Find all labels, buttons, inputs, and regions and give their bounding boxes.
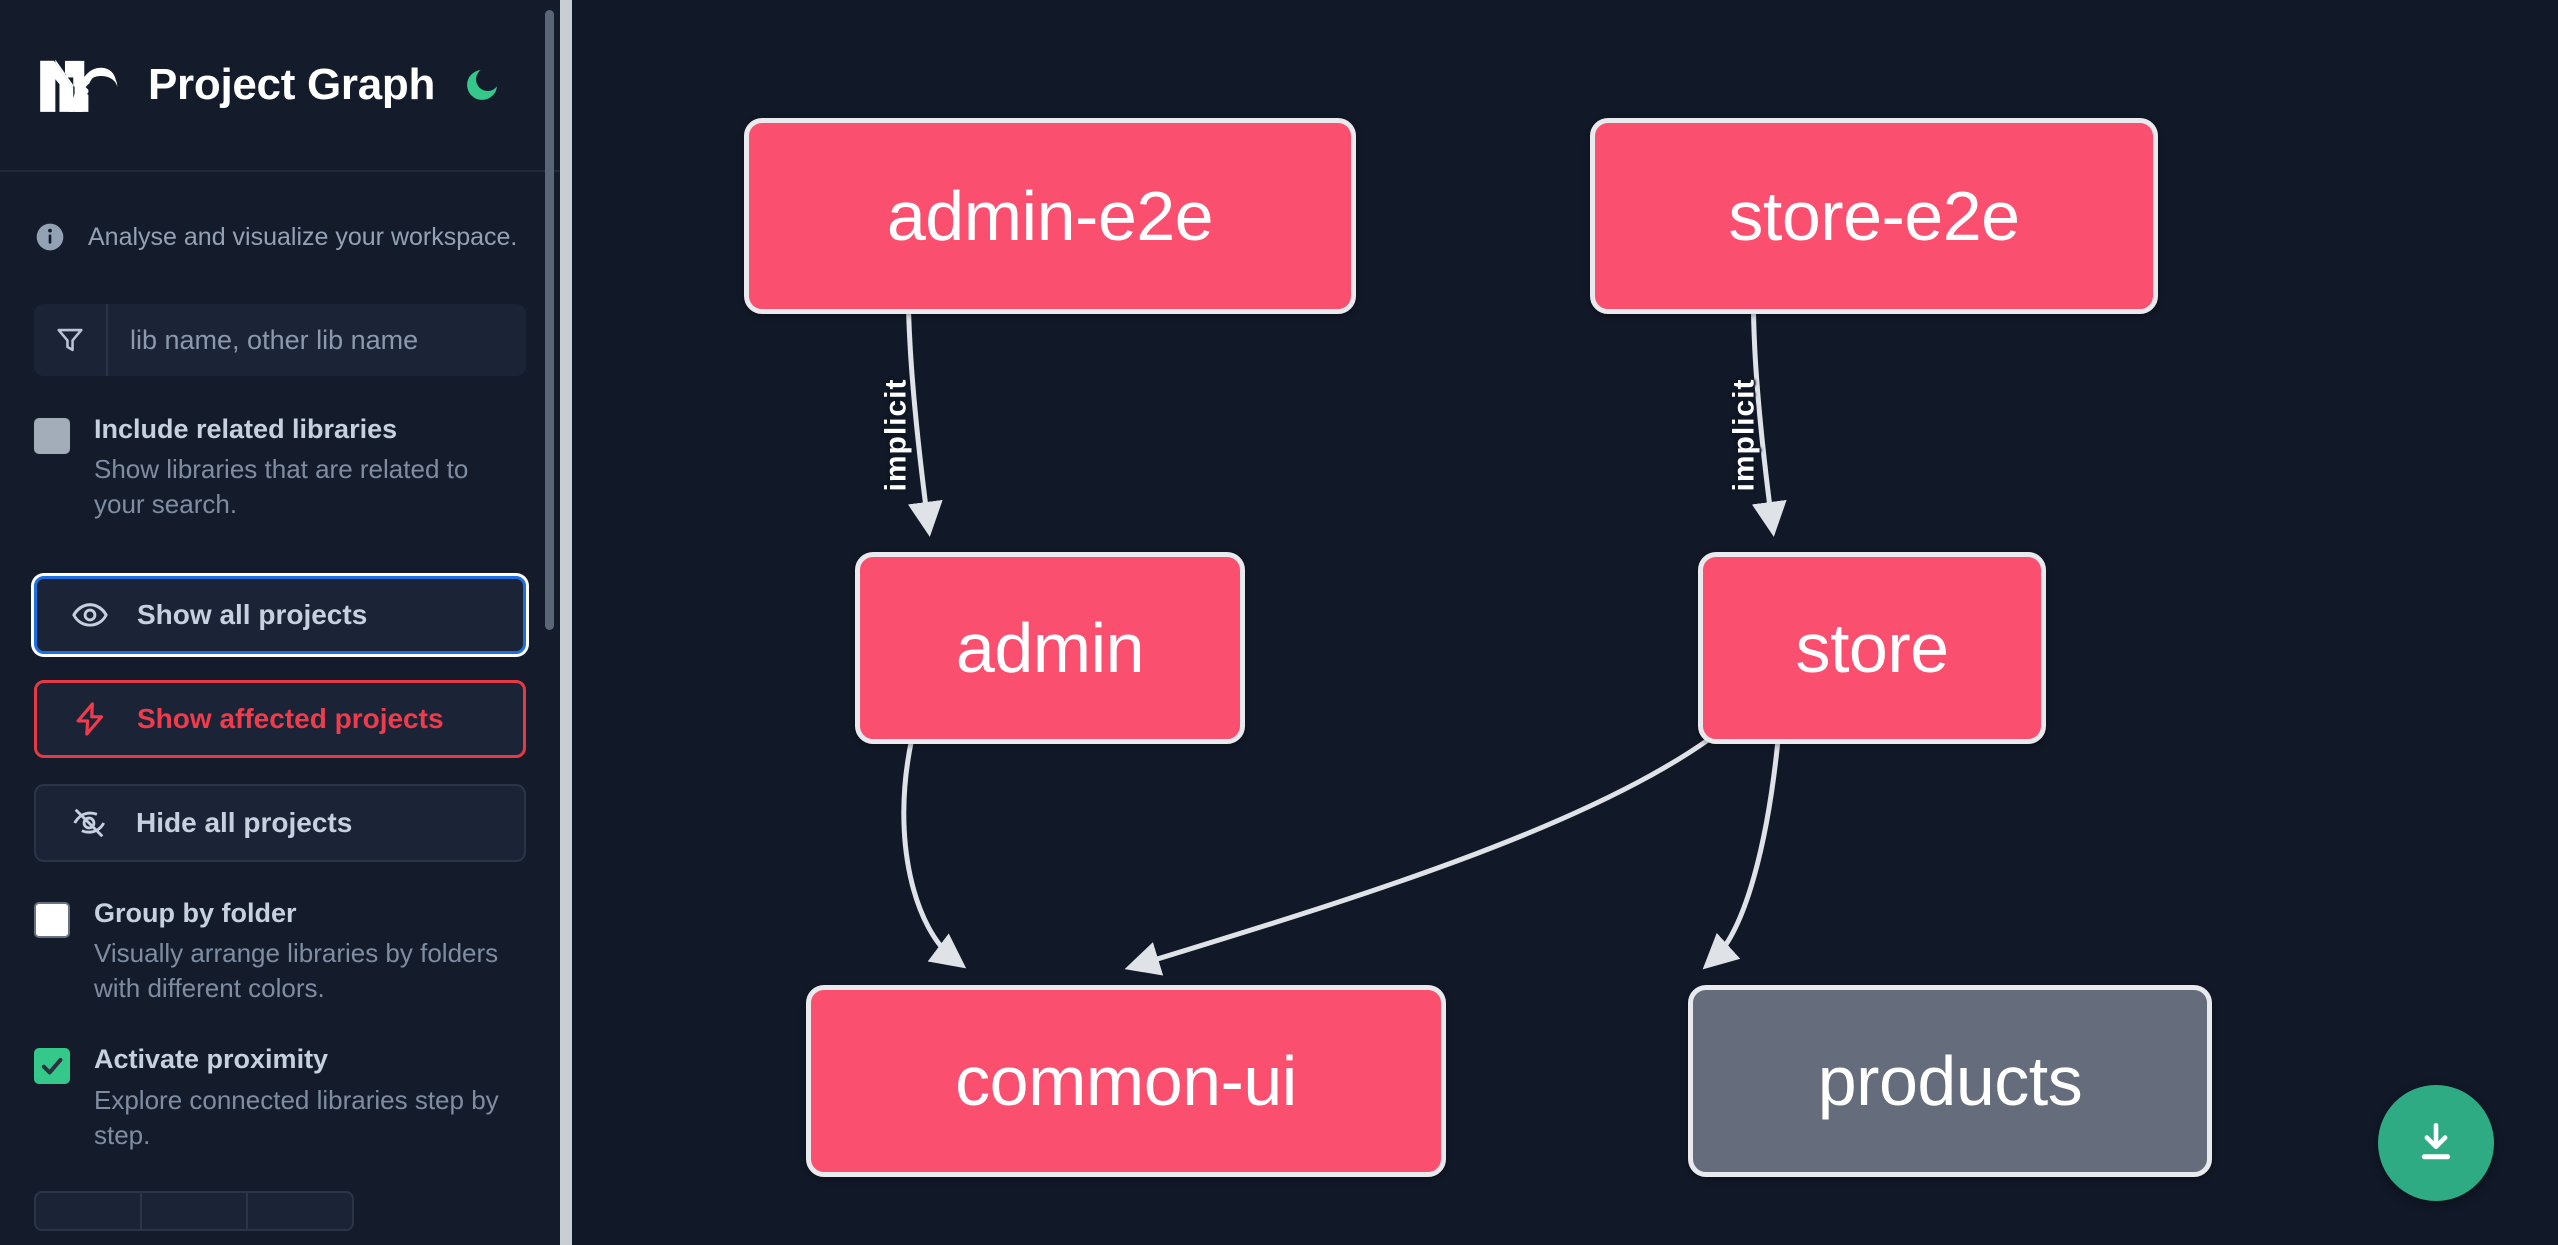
show-affected-projects-label: Show affected projects: [137, 703, 444, 735]
download-graph-button[interactable]: [2378, 1085, 2494, 1201]
graph-node-admin-e2e[interactable]: admin-e2e: [744, 118, 1356, 314]
checkbox-label: Include related libraries: [94, 414, 398, 444]
app-title: Project Graph: [148, 60, 436, 109]
tagline-text: Analyse and visualize your workspace.: [88, 222, 518, 251]
node-label: admin: [955, 609, 1145, 687]
checkbox-description: Explore connected libraries step by step…: [94, 1084, 499, 1150]
node-label: products: [1817, 1042, 2083, 1120]
show-all-projects-label: Show all projects: [137, 599, 368, 631]
checkbox-label: Group by folder: [94, 898, 297, 929]
node-label: store-e2e: [1728, 177, 2020, 255]
edge-label-implicit-store: implicit: [1727, 378, 1761, 492]
checkbox-activate-proximity[interactable]: Activate proximity Explore connected lib…: [34, 1044, 526, 1152]
checkbox-box-unchecked[interactable]: [34, 902, 70, 939]
sidebar-scrollbar[interactable]: [545, 10, 554, 630]
checkbox-box-checked[interactable]: [34, 1048, 70, 1085]
node-label: common-ui: [955, 1042, 1297, 1120]
show-all-projects-button[interactable]: Show all projects: [34, 576, 526, 655]
eye-icon: [69, 594, 111, 636]
download-icon: [2421, 1123, 2451, 1160]
checkbox-description: Visually arrange libraries by folders wi…: [94, 938, 499, 1004]
hide-all-projects-label: Hide all projects: [136, 807, 353, 839]
partial-segment[interactable]: [248, 1193, 352, 1229]
nx-logo: [34, 54, 118, 116]
graph-node-common-ui[interactable]: common-ui: [806, 985, 1446, 1177]
show-affected-projects-button[interactable]: Show affected projects: [34, 680, 526, 759]
graph-node-admin[interactable]: admin: [855, 552, 1245, 744]
search-input[interactable]: [108, 304, 526, 376]
search-row[interactable]: [34, 304, 526, 376]
checkbox-description: Show libraries that are related to your …: [94, 454, 469, 520]
node-label: store: [1795, 609, 1949, 687]
sidebar-header: Project Graph: [0, 0, 560, 172]
edge-label-implicit-admin: implicit: [879, 378, 913, 492]
canvas-divider: [560, 0, 572, 1245]
checkbox-box-unchecked[interactable]: [34, 418, 70, 454]
tagline: Analyse and visualize your workspace.: [34, 212, 526, 262]
eye-off-icon: [68, 802, 110, 844]
sidebar-body: Analyse and visualize your workspace. In…: [0, 212, 560, 1231]
node-label: admin-e2e: [886, 177, 1214, 255]
checkbox-include-related-libraries[interactable]: Include related libraries Show libraries…: [34, 414, 526, 522]
graph-node-store[interactable]: store: [1698, 552, 2046, 744]
checkmark-icon: [41, 1058, 63, 1075]
partial-control-below-fold[interactable]: [34, 1190, 354, 1231]
info-icon: [34, 221, 66, 253]
action-button-stack: Show all projects Show affected projects: [34, 576, 526, 863]
sidebar: Project Graph Analyse and visualize your…: [0, 0, 560, 1245]
moon-icon[interactable]: [461, 64, 503, 106]
hide-all-projects-button[interactable]: Hide all projects: [34, 784, 526, 863]
checkbox-group-by-folder[interactable]: Group by folder Visually arrange librari…: [34, 898, 526, 1006]
graph-node-store-e2e[interactable]: store-e2e: [1590, 118, 2158, 314]
display-options: Group by folder Visually arrange librari…: [34, 898, 526, 1231]
partial-segment[interactable]: [36, 1192, 142, 1229]
checkbox-label: Activate proximity: [94, 1044, 329, 1075]
filter-funnel-icon: [34, 304, 108, 376]
partial-segment[interactable]: [142, 1192, 248, 1229]
graph-canvas[interactable]: admin-e2e store-e2e admin store common-u…: [560, 0, 2558, 1245]
graph-node-products[interactable]: products: [1688, 985, 2212, 1177]
lightning-bolt-icon: [69, 698, 111, 740]
